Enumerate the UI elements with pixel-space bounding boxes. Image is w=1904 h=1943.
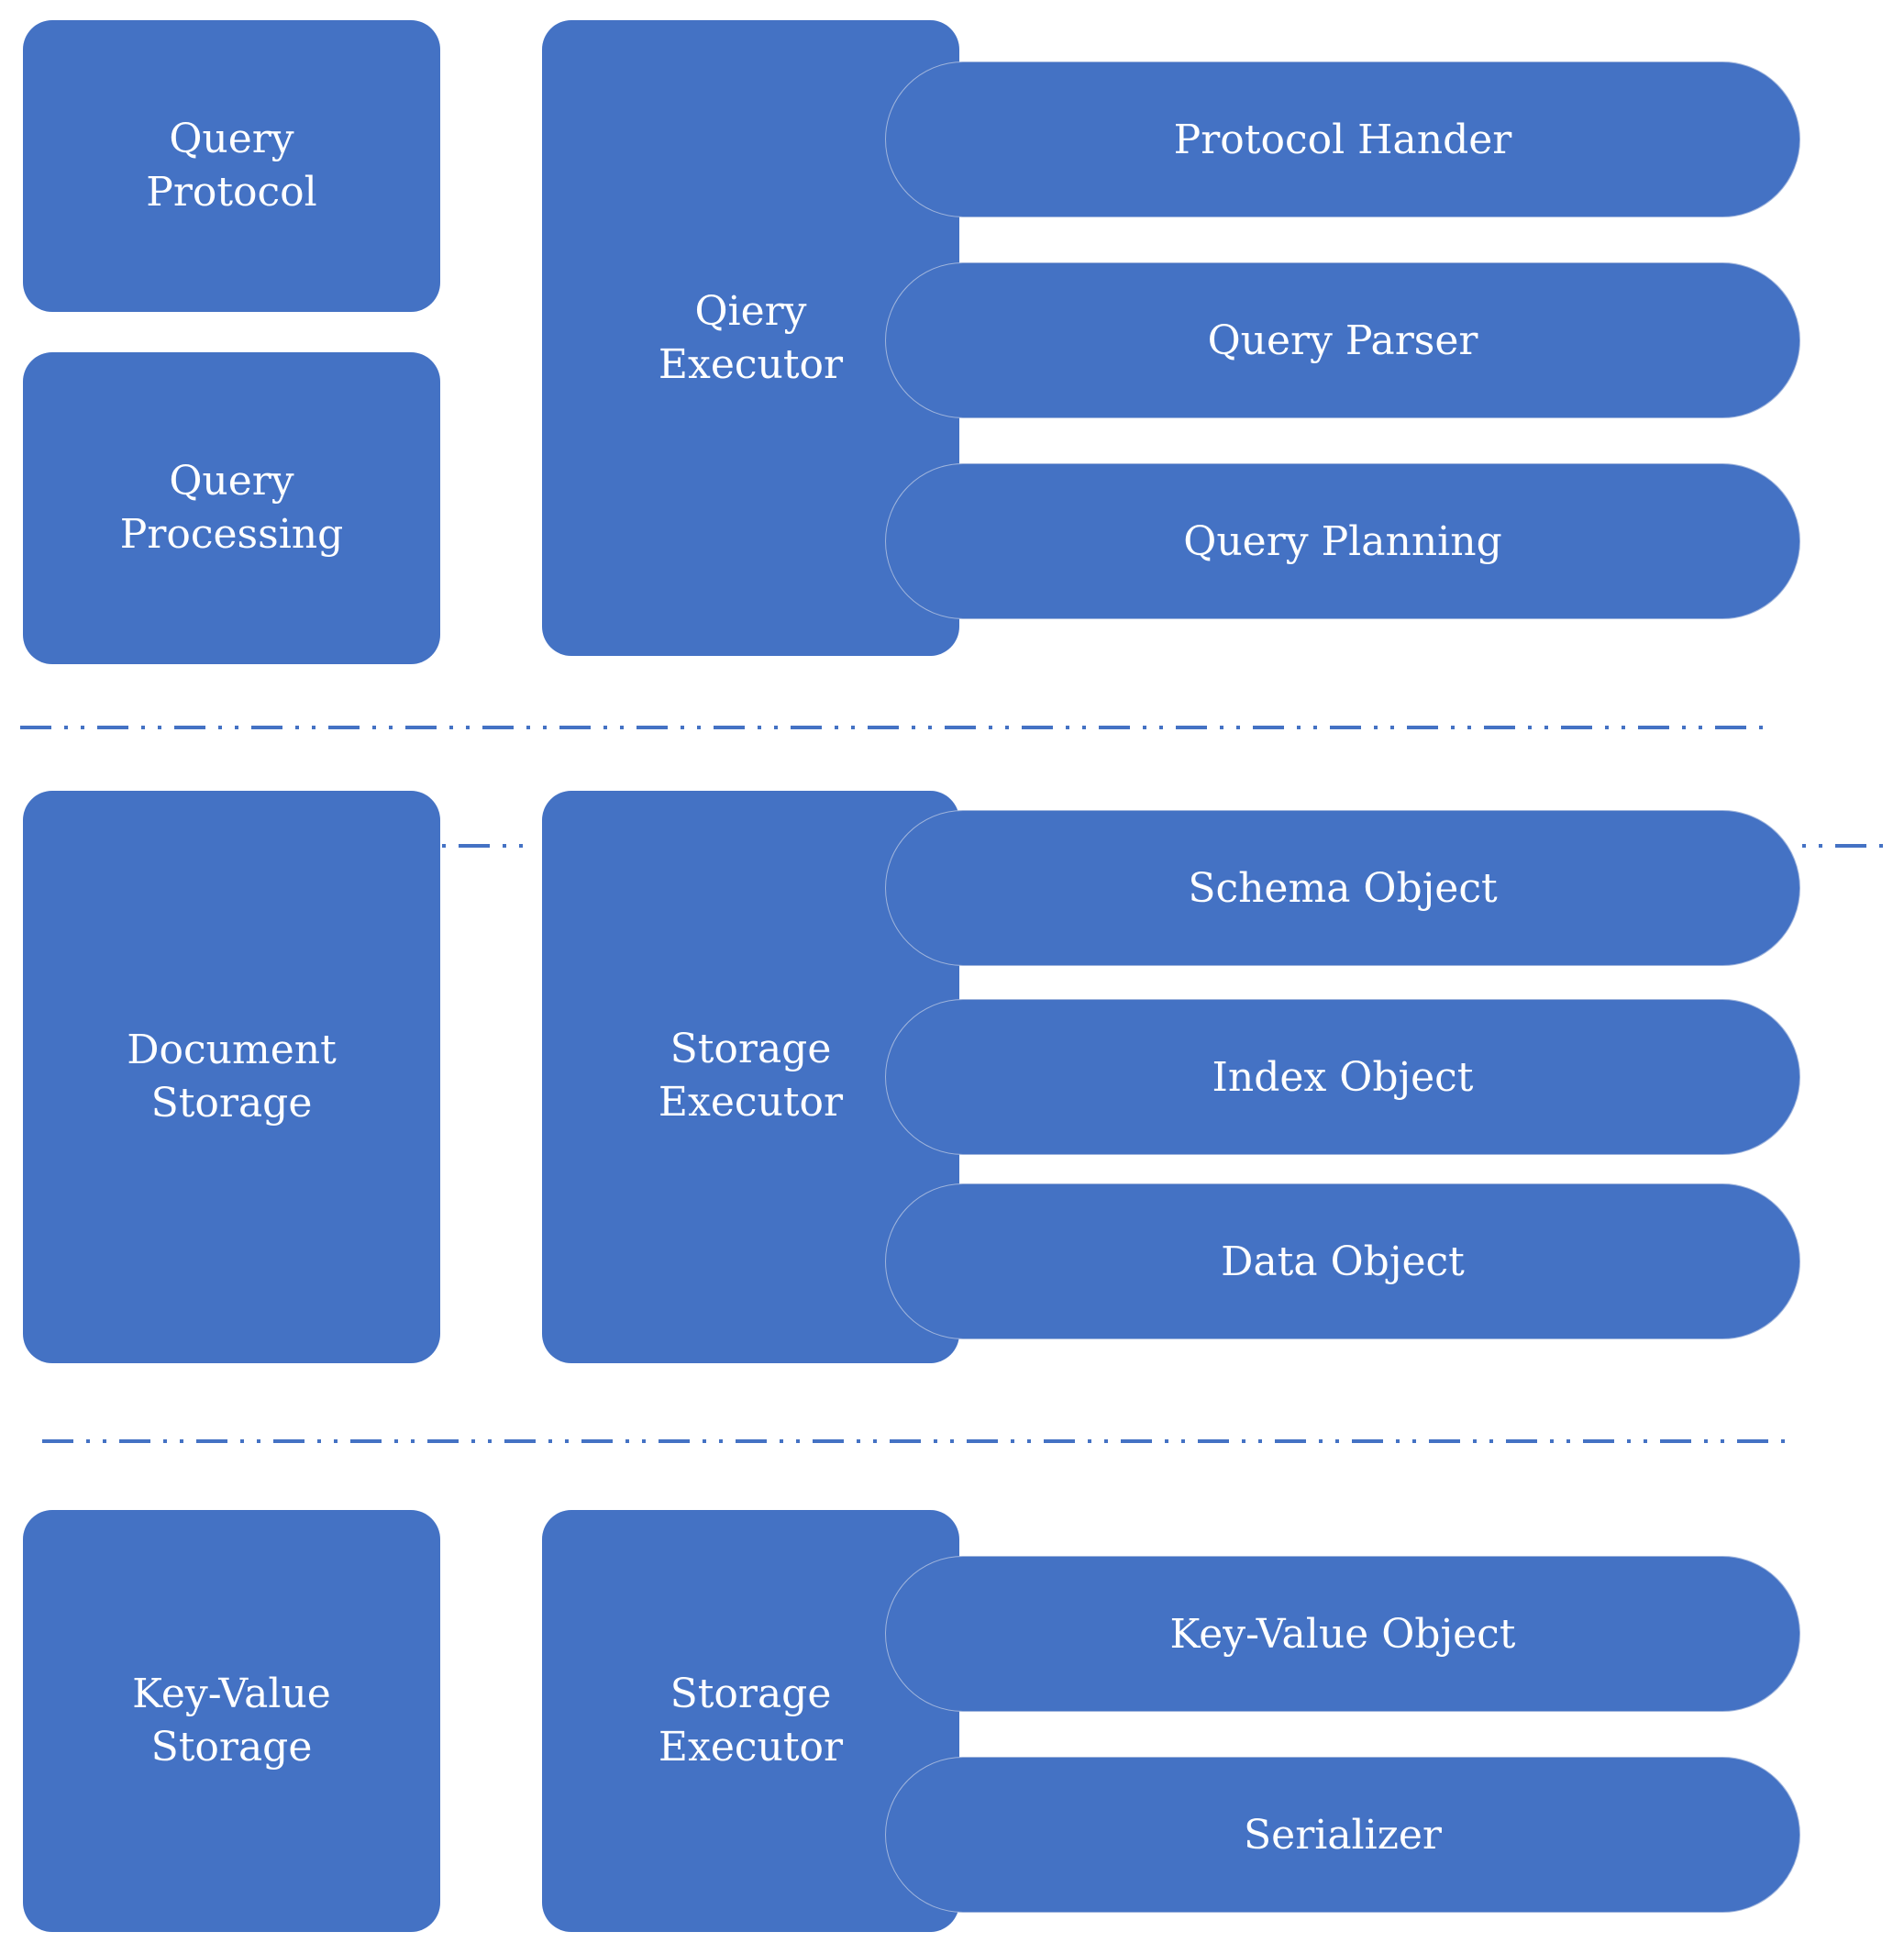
query-processing-box: Query Processing [23, 352, 440, 664]
key-value-storage-label: Key-Value Storage [132, 1671, 331, 1771]
key-value-object-label: Key-Value Object [1169, 1610, 1516, 1658]
data-object-component: Data Object [885, 1183, 1800, 1339]
query-protocol-label: Query Protocol [146, 116, 317, 216]
key-value-storage-executor-label: Storage Executor [658, 1671, 844, 1771]
protocol-handler-component: Protocol Hander [885, 61, 1800, 217]
schema-object-label: Schema Object [1188, 864, 1498, 912]
query-parser-label: Query Parser [1207, 316, 1478, 364]
index-object-label: Index Object [1212, 1053, 1474, 1101]
serializer-component: Serializer [885, 1757, 1800, 1913]
serializer-label: Serializer [1244, 1811, 1442, 1859]
query-protocol-box: Query Protocol [23, 20, 440, 312]
key-value-object-component: Key-Value Object [885, 1556, 1800, 1712]
document-storage-executor-label: Storage Executor [658, 1026, 844, 1126]
key-value-storage-box: Key-Value Storage [23, 1510, 440, 1932]
query-processing-label: Query Processing [119, 458, 344, 558]
query-planning-label: Query Planning [1183, 517, 1502, 565]
query-planning-component: Query Planning [885, 463, 1800, 619]
query-parser-component: Query Parser [885, 262, 1800, 418]
protocol-handler-label: Protocol Hander [1173, 116, 1512, 163]
document-storage-box: Document Storage [23, 791, 440, 1363]
data-object-label: Data Object [1221, 1238, 1465, 1285]
document-storage-label: Document Storage [127, 1027, 337, 1127]
query-executor-label: Qiery Executor [658, 288, 844, 388]
index-object-component: Index Object [885, 999, 1800, 1155]
schema-object-component: Schema Object [885, 810, 1800, 966]
